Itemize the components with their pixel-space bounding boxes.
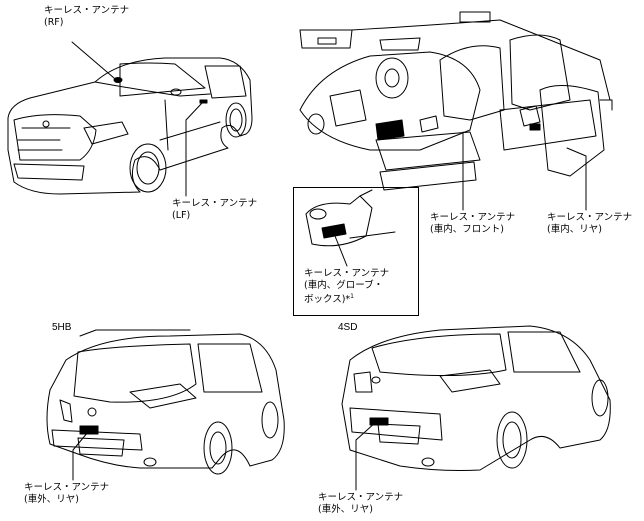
rear-out-4sd-label-line1: キーレス・アンテナ — [318, 492, 404, 503]
front-inner-antenna-label: キーレス・アンテナ (車内、フロント) — [430, 212, 515, 235]
rear-out-4sd-label-line2: (車外、リヤ) — [318, 503, 373, 515]
rear-inner-label-line1: キーレス・アンテナ — [547, 212, 633, 223]
rf-leader-line — [71, 41, 115, 79]
lf-label-line2: (LF) — [172, 209, 191, 221]
rear-out-4sd-antenna-label: キーレス・アンテナ (車外、リヤ) — [318, 492, 403, 515]
rear-4sd-leader-line — [355, 421, 377, 491]
glove-label-line2: (車内、グローブ・ — [304, 279, 384, 291]
footnote-marker: 1 — [350, 293, 354, 300]
lf-label-line1: キーレス・アンテナ — [172, 198, 258, 209]
glove-label-line3: ボックス)* — [304, 294, 351, 306]
glove-leader-line — [334, 235, 348, 267]
rf-label-line1: キーレス・アンテナ — [44, 5, 130, 16]
variant-5hb-label: 5HB — [52, 322, 72, 333]
rear-inner-antenna-label: キーレス・アンテナ (車内、リヤ) — [547, 212, 632, 235]
sedan-rear-illustration — [341, 325, 611, 471]
interior-illustration — [299, 11, 613, 191]
glove-box-inset-frame — [293, 187, 419, 316]
rf-label-line2: (RF) — [44, 16, 64, 28]
hatchback-rear-illustration — [46, 329, 285, 475]
front-inner-label-line2: (車内、フロント) — [430, 223, 504, 235]
rear-out-5hb-label-line2: (車外、リヤ) — [24, 493, 79, 505]
rf-antenna-label: キーレス・アンテナ (RF) — [44, 5, 129, 28]
rear-out-5hb-antenna-label: キーレス・アンテナ (車外、リヤ) — [24, 482, 109, 505]
rear-inner-label-line2: (車内、リヤ) — [547, 223, 602, 235]
lf-antenna-label: キーレス・アンテナ (LF) — [172, 198, 257, 221]
variant-4sd-label: 4SD — [338, 322, 358, 333]
rear-5hb-leader-line — [72, 431, 89, 481]
glove-label-line3-wrap: ボックス)*1 — [304, 291, 389, 306]
front-inner-label-line1: キーレス・アンテナ — [430, 212, 516, 223]
glove-box-illustration — [305, 189, 396, 247]
lf-leader-line — [185, 102, 203, 197]
rear-inner-leader-line — [566, 147, 587, 211]
glove-label-line1: キーレス・アンテナ — [304, 268, 390, 279]
front-car-illustration — [7, 57, 253, 195]
rear-out-5hb-label-line1: キーレス・アンテナ — [24, 482, 110, 493]
glove-box-antenna-label: キーレス・アンテナ (車内、グローブ・ ボックス)*1 — [304, 268, 389, 306]
